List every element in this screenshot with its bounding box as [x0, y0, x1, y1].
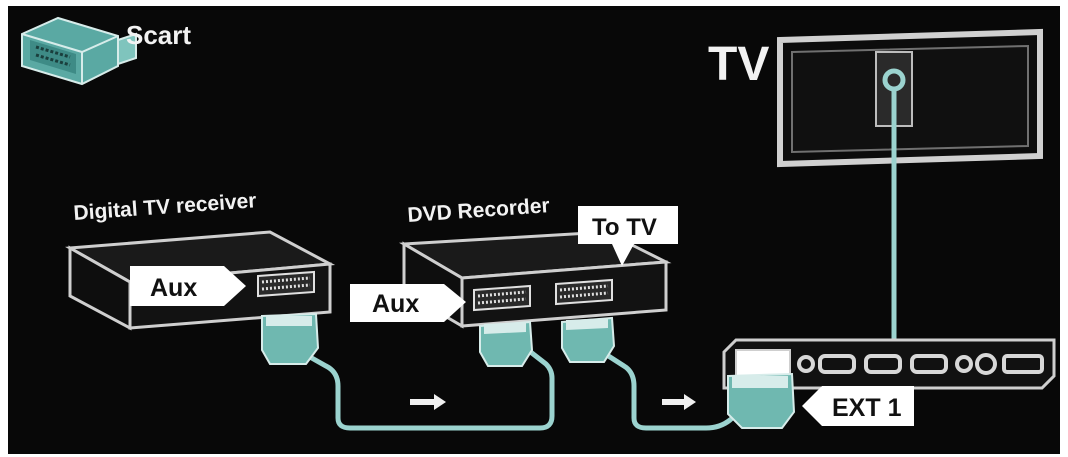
- port-icon: [797, 355, 815, 373]
- tv-connection-panel: EXT 1: [722, 338, 1056, 429]
- recorder-tv-plug-icon: [561, 316, 616, 363]
- port-icon: [910, 354, 948, 374]
- tv-panel-ports: [797, 353, 1044, 375]
- tv: TV: [708, 28, 1043, 168]
- port-icon: [955, 355, 973, 373]
- tv-ext1-plug-icon: [727, 372, 796, 429]
- receiver-to-recorder-cable: [291, 345, 555, 431]
- scart-label: Scart: [126, 20, 191, 50]
- receiver-scart-plug-icon: [261, 312, 320, 365]
- receiver-side: [68, 245, 132, 331]
- recorder-aux-plug-icon: [479, 320, 534, 367]
- receiver-scart-socket-icon: [257, 270, 315, 298]
- tv-panel-body: [722, 338, 1056, 390]
- receiver-aux-callout: Aux: [130, 266, 246, 306]
- port-icon: [818, 354, 856, 374]
- tv-ext1-callout: EXT 1: [802, 386, 914, 426]
- port-icon: [1002, 354, 1044, 374]
- tv-screen-icon: [777, 28, 1043, 168]
- tv-ext1-socket: [735, 349, 791, 377]
- tv-label: TV: [708, 38, 769, 91]
- scart-legend: Scart: [21, 16, 191, 86]
- port-icon: [864, 354, 902, 374]
- port-icon: [975, 353, 997, 375]
- scart-connector-icon: [21, 16, 137, 86]
- receiver-aux-label: Aux: [150, 274, 197, 302]
- cables: [291, 86, 897, 431]
- recorder-to-tv-callout: To TV: [578, 206, 678, 266]
- recorder-to-tv-cable: [593, 345, 747, 431]
- arrow-right-icon: [662, 394, 696, 410]
- recorder-tv-socket-icon: [555, 278, 613, 306]
- recorder-aux-callout: Aux: [350, 284, 466, 322]
- recorder-aux-socket-icon: [473, 284, 531, 312]
- tv-ext1-label: EXT 1: [832, 394, 902, 422]
- recorder-to-tv-label: To TV: [592, 214, 657, 241]
- arrow-right-icon: [410, 394, 446, 410]
- recorder-aux-label: Aux: [372, 290, 419, 318]
- signal-arrows: [410, 394, 696, 410]
